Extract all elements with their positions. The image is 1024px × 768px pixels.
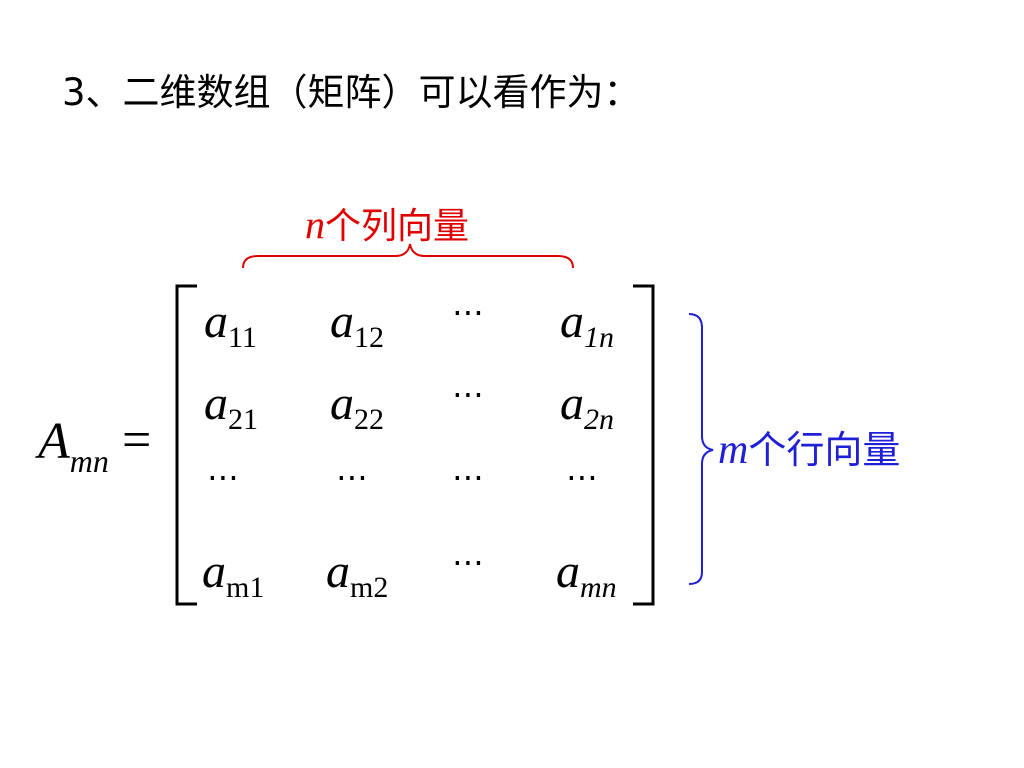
matrix-entry-dots: ⋯ [452, 293, 484, 331]
equals-sign: = [122, 412, 151, 469]
matrix-name: Amn [35, 413, 109, 479]
column-brace [242, 243, 574, 269]
column-label-text: 个列向量 [325, 206, 469, 247]
right-bracket [633, 284, 655, 606]
matrix-letter: A [35, 413, 70, 470]
matrix-entry-am1: am1 [202, 545, 264, 604]
matrix-entry-dots: ⋯ [452, 458, 484, 496]
matrix-entry-a2n: a2n [560, 377, 614, 436]
column-vectors-label: n个列向量 [305, 202, 469, 247]
slide-heading: 3、二维数组（矩阵）可以看作为： [62, 71, 641, 114]
matrix-entry-dots: ⋯ [336, 458, 368, 496]
matrix-subscript: mn [70, 443, 109, 479]
matrix-entry-a1n: a1n [560, 295, 614, 354]
matrix-entry-am2: am2 [326, 545, 388, 604]
matrix-entry-dots: ⋯ [452, 543, 484, 581]
row-brace [688, 313, 714, 585]
matrix-entry-a12: a12 [330, 295, 384, 354]
column-count-var: n [305, 202, 325, 247]
matrix-entry-dots: ⋯ [566, 458, 598, 496]
matrix-entry-a21: a21 [204, 377, 258, 436]
matrix-entry-dots: ⋯ [452, 375, 484, 413]
row-vectors-label: m个行向量 [718, 427, 900, 473]
matrix-entry-a22: a22 [330, 377, 384, 436]
matrix-entry-a11: a11 [204, 295, 257, 354]
left-bracket [175, 284, 197, 606]
row-label-text: 个行向量 [748, 428, 900, 472]
row-count-var: m [718, 427, 748, 473]
matrix-entry-amn: amn [556, 545, 617, 604]
matrix-entry-dots: ⋯ [207, 458, 239, 496]
